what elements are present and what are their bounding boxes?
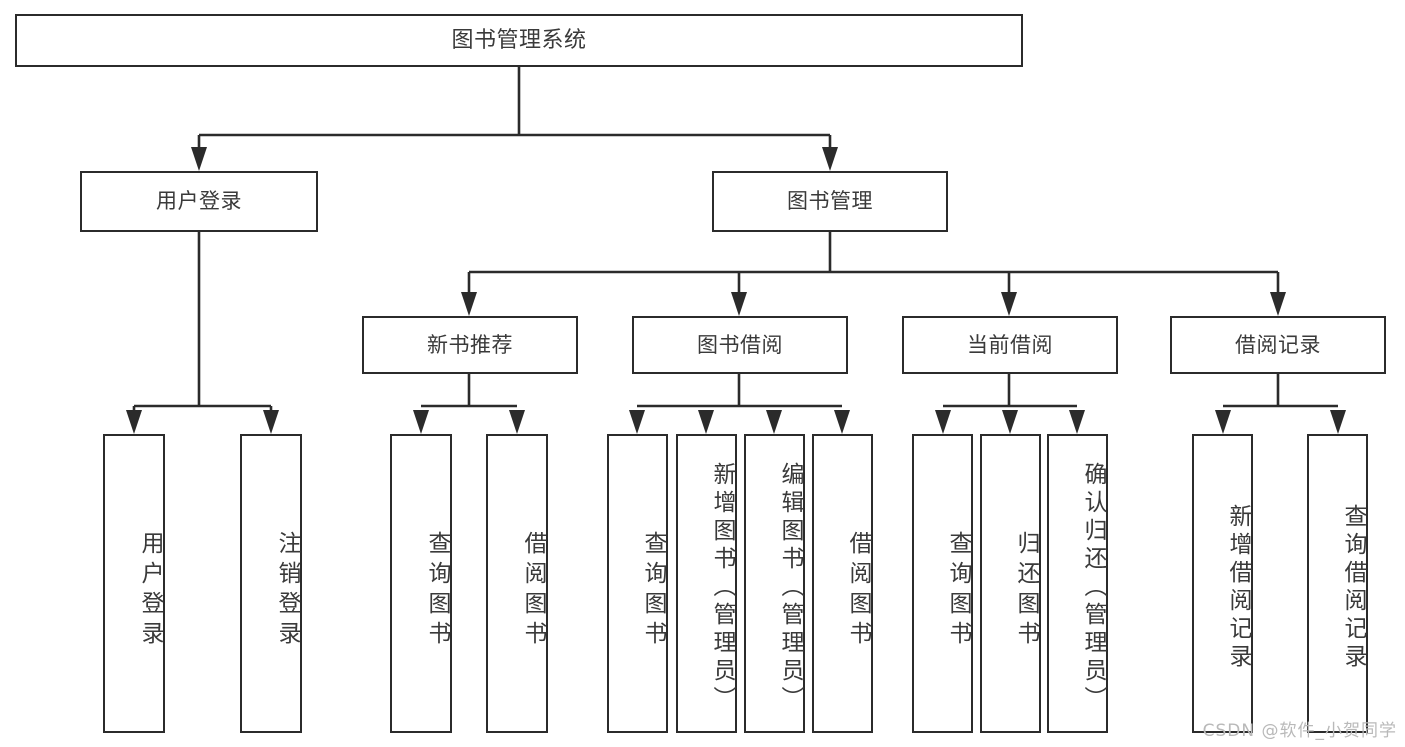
arrow-current-borrow-leaf-3	[1069, 410, 1085, 434]
node-user-login[interactable]: 用户登录	[80, 171, 318, 232]
leaf-book-borrow-edit-book-admin[interactable]: 编辑图书（管理员）	[744, 434, 805, 733]
leaf-new-book-query-books[interactable]: 查询图书	[390, 434, 452, 733]
leaf-new-book-borrow-books[interactable]: 借阅图书	[486, 434, 548, 733]
leaf-borrow-record-add-record[interactable]: 新增借阅记录	[1192, 434, 1253, 733]
leaf-borrow-record-query-record[interactable]: 查询借阅记录	[1307, 434, 1368, 733]
leaf-user-login-signin[interactable]: 用户登录	[103, 434, 165, 733]
arrow-to-book-manage	[822, 147, 838, 171]
arrow-to-user-login	[191, 147, 207, 171]
leaf-book-borrow-borrow-books[interactable]: 借阅图书	[812, 434, 873, 733]
arrow-borrow-record-leaf-2	[1330, 410, 1346, 434]
node-new-book-recommend[interactable]: 新书推荐	[362, 316, 578, 374]
arrow-to-book-borrow	[731, 292, 747, 316]
arrow-current-borrow-leaf-2	[1002, 410, 1018, 434]
leaf-current-borrow-confirm-return-admin[interactable]: 确认归还（管理员）	[1047, 434, 1108, 733]
node-book-borrow[interactable]: 图书借阅	[632, 316, 848, 374]
node-root-book-management-system[interactable]: 图书管理系统	[15, 14, 1023, 67]
leaf-book-borrow-add-book-admin[interactable]: 新增图书（管理员）	[676, 434, 737, 733]
arrow-to-borrow-record	[1270, 292, 1286, 316]
arrow-new-book-leaf-1	[413, 410, 429, 434]
arrow-new-book-leaf-2	[509, 410, 525, 434]
node-borrow-record[interactable]: 借阅记录	[1170, 316, 1386, 374]
csdn-watermark: CSDN @软件_小贺同学	[1202, 721, 1397, 741]
arrow-user-login-leaf-2	[263, 410, 279, 434]
arrow-book-borrow-leaf-2	[698, 410, 714, 434]
arrow-to-new-book	[461, 292, 477, 316]
leaf-current-borrow-return-books[interactable]: 归还图书	[980, 434, 1041, 733]
arrow-book-borrow-leaf-4	[834, 410, 850, 434]
arrow-borrow-record-leaf-1	[1215, 410, 1231, 434]
arrow-to-current-borrow	[1001, 292, 1017, 316]
leaf-current-borrow-query-books[interactable]: 查询图书	[912, 434, 973, 733]
leaf-book-borrow-query-books[interactable]: 查询图书	[607, 434, 668, 733]
node-book-management[interactable]: 图书管理	[712, 171, 948, 232]
leaf-user-login-signout[interactable]: 注销登录	[240, 434, 302, 733]
arrow-book-borrow-leaf-3	[766, 410, 782, 434]
node-current-borrow[interactable]: 当前借阅	[902, 316, 1118, 374]
arrow-user-login-leaf-1	[126, 410, 142, 434]
arrow-current-borrow-leaf-1	[935, 410, 951, 434]
arrow-book-borrow-leaf-1	[629, 410, 645, 434]
